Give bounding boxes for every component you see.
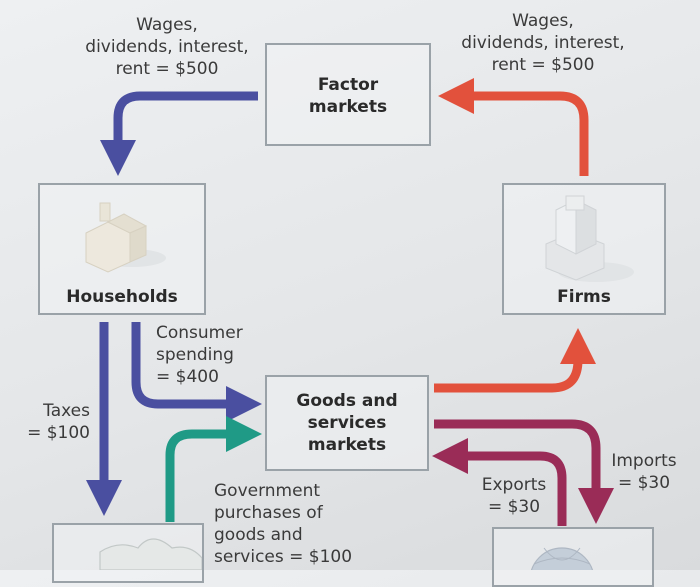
flow-arrow-goods-to-firms	[434, 328, 596, 393]
taxes-label: Taxes = $100	[27, 401, 90, 443]
flow-arrow-firms-to-factor	[438, 78, 589, 176]
flow-arrow-consumer-spending	[131, 322, 262, 422]
factor-markets-label: Factor markets	[308, 75, 388, 117]
factor-markets-box	[265, 43, 431, 146]
firms-label: Firms	[557, 287, 611, 307]
rest-of-world-box	[492, 527, 654, 587]
exports-label: Exports = $30	[481, 475, 547, 517]
firms-box	[502, 183, 666, 315]
goods-services-markets-box	[265, 375, 429, 471]
wages-left-label: Wages, dividends, interest, rent = $500	[85, 15, 249, 79]
government-box	[52, 523, 204, 583]
government-purchases-label: Government purchases of goods and servic…	[214, 481, 353, 567]
imports-label: Imports = $30	[611, 451, 677, 493]
households-label: Households	[66, 287, 178, 307]
flow-arrow-exports	[432, 438, 567, 526]
wages-right-label: Wages, dividends, interest, rent = $500	[461, 11, 625, 75]
goods-services-markets-label: Goods and services markets	[296, 391, 398, 455]
consumer-spending-label: Consumer spending = $400	[156, 323, 243, 387]
households-box	[38, 183, 206, 315]
flow-arrow-government-purchases	[165, 416, 262, 522]
flow-arrow-factor-to-households	[100, 91, 258, 176]
flow-arrow-imports	[434, 419, 614, 524]
